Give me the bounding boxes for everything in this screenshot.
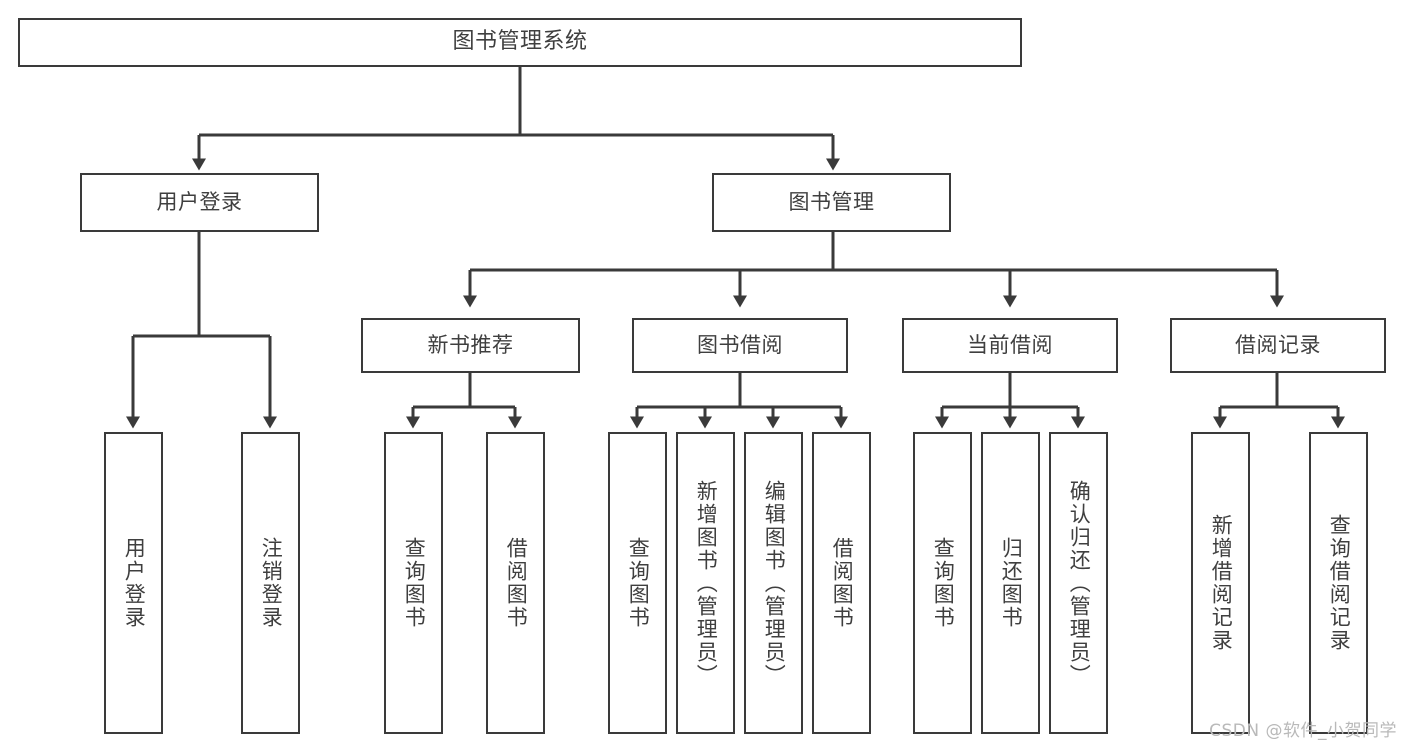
node-label: 借阅图书 (504, 537, 529, 629)
node-label: 图书借阅 (697, 332, 783, 357)
node-book-management[interactable]: 图书管理 (712, 173, 951, 232)
node-new-book-recommend[interactable]: 新书推荐 (361, 318, 580, 373)
leaf-borrow-book-recommend[interactable]: 借阅图书 (486, 432, 545, 734)
node-label: 图书管理系统 (452, 29, 588, 55)
node-label: 查询图书 (931, 537, 956, 629)
node-current-borrow[interactable]: 当前借阅 (902, 318, 1118, 373)
node-label: 查询图书 (402, 537, 427, 629)
node-label: 借阅记录 (1235, 332, 1321, 357)
node-label: 查询图书 (626, 537, 651, 629)
leaf-logout[interactable]: 注销登录 (241, 432, 300, 734)
node-user-login[interactable]: 用户登录 (80, 173, 319, 232)
leaf-query-book-recommend[interactable]: 查询图书 (384, 432, 443, 734)
node-borrow-record[interactable]: 借阅记录 (1170, 318, 1386, 373)
node-label: 借阅图书 (830, 537, 855, 629)
node-label: 查询借阅记录 (1327, 514, 1352, 652)
node-label: 当前借阅 (967, 332, 1053, 357)
node-book-borrow[interactable]: 图书借阅 (632, 318, 848, 373)
leaf-add-book-admin[interactable]: 新增图书（管理员） (676, 432, 735, 734)
node-book-management-system[interactable]: 图书管理系统 (18, 18, 1022, 67)
leaf-confirm-return-admin[interactable]: 确认归还（管理员） (1049, 432, 1108, 734)
node-label: 归还图书 (999, 537, 1024, 629)
node-label: 新书推荐 (427, 332, 514, 357)
node-label: 用户登录 (122, 537, 147, 629)
leaf-borrow-book[interactable]: 借阅图书 (812, 432, 871, 734)
leaf-query-book-current[interactable]: 查询图书 (913, 432, 972, 734)
leaf-query-borrow-record[interactable]: 查询借阅记录 (1309, 432, 1368, 734)
node-label: 确认归还（管理员） (1067, 479, 1092, 687)
leaf-edit-book-admin[interactable]: 编辑图书（管理员） (744, 432, 803, 734)
leaf-query-book-borrow[interactable]: 查询图书 (608, 432, 667, 734)
node-label: 新增借阅记录 (1209, 514, 1234, 652)
node-label: 图书管理 (788, 189, 875, 214)
watermark-text: CSDN @软件_小贺同学 (1209, 721, 1397, 741)
node-label: 用户登录 (156, 189, 243, 214)
leaf-return-book[interactable]: 归还图书 (981, 432, 1040, 734)
leaf-add-borrow-record[interactable]: 新增借阅记录 (1191, 432, 1250, 734)
node-label: 编辑图书（管理员） (762, 479, 787, 687)
node-label: 注销登录 (259, 537, 284, 629)
leaf-user-login[interactable]: 用户登录 (104, 432, 163, 734)
node-label: 新增图书（管理员） (694, 479, 719, 687)
